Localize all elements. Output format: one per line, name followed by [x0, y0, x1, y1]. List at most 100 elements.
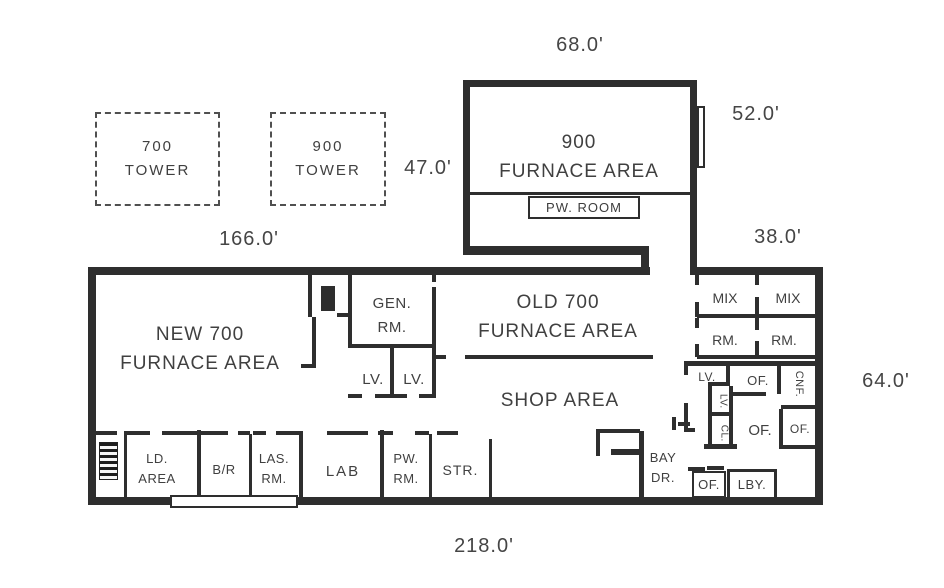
- wall: [238, 431, 250, 435]
- wall: [708, 412, 733, 416]
- wall: [695, 344, 699, 357]
- wall: [419, 394, 436, 398]
- wall: [690, 80, 697, 275]
- furnace-900-label: 900 FURNACE AREA: [499, 132, 659, 183]
- wall: [684, 403, 688, 431]
- wall: [695, 318, 699, 328]
- wall: [688, 467, 705, 471]
- of-bottom-label: OF.: [698, 476, 720, 492]
- wall: [755, 272, 759, 285]
- wall: [733, 392, 766, 396]
- wall: [639, 431, 644, 498]
- of-right-label: OF.: [789, 422, 811, 436]
- building-outline-left: [88, 267, 96, 505]
- wall: [596, 429, 640, 433]
- wall: [95, 431, 117, 435]
- lobby-box: LBY.: [727, 469, 777, 500]
- bay-dr-label: BAY DR.: [649, 450, 677, 485]
- wall: [463, 246, 649, 255]
- lv-left-label: LV.: [362, 371, 384, 388]
- dock-door: [697, 106, 705, 168]
- pw-room-box: PW. ROOM: [528, 196, 640, 219]
- las-rm-label: LAS. RM.: [258, 451, 290, 486]
- gen-rm-label: GEN. RM.: [372, 295, 412, 336]
- wall: [432, 287, 436, 348]
- wall: [641, 246, 649, 275]
- br-label: B/R: [212, 462, 236, 477]
- wall: [390, 348, 394, 398]
- cnf-label: CNF.: [792, 370, 805, 398]
- wall: [465, 355, 653, 359]
- wall: [611, 449, 640, 455]
- dimension-bottom-width: 218.0': [454, 535, 514, 557]
- wall: [684, 366, 688, 375]
- tower-700-box: 700 TOWER: [95, 112, 220, 206]
- stairs-icon: [99, 442, 118, 480]
- wall: [704, 444, 737, 449]
- rm-left-label: RM.: [712, 332, 738, 348]
- wall: [672, 417, 676, 430]
- dimension-upper-right: 52.0': [732, 103, 780, 125]
- wall: [489, 439, 492, 497]
- lv-right-label: LV.: [403, 371, 425, 388]
- wall: [301, 364, 313, 368]
- str-label: STR.: [442, 462, 479, 478]
- wall: [415, 431, 429, 435]
- wall: [684, 428, 695, 432]
- wall: [348, 344, 436, 348]
- wall: [308, 275, 312, 317]
- of-upper-label: OF.: [747, 373, 769, 388]
- wall: [432, 348, 436, 398]
- wall: [779, 445, 815, 449]
- wall: [337, 313, 350, 317]
- wall: [124, 433, 127, 497]
- tower-700-label: 700 TOWER: [124, 138, 191, 179]
- wall: [463, 80, 470, 254]
- wall: [201, 431, 228, 435]
- lv-small-label: LV.: [698, 370, 716, 384]
- wall: [755, 341, 759, 358]
- wall: [708, 382, 730, 386]
- wall: [690, 267, 823, 275]
- of-center-label: OF.: [748, 422, 772, 439]
- wall: [684, 361, 815, 366]
- lab-label: LAB: [325, 463, 361, 480]
- wall: [249, 434, 252, 497]
- tower-900-box: 900 TOWER: [270, 112, 386, 206]
- loading-ramp: [170, 495, 298, 508]
- wall: [197, 430, 201, 498]
- wall: [437, 431, 458, 435]
- wall: [781, 405, 815, 409]
- building-outline-top: [88, 267, 650, 275]
- building-outline-right: [815, 267, 823, 505]
- building-outline-bottom: [88, 497, 823, 505]
- pw-room-label: PW. ROOM: [546, 199, 622, 215]
- wall: [380, 430, 384, 498]
- dimension-left-width: 166.0': [219, 228, 279, 250]
- old-700-label: OLD 700 FURNACE AREA: [478, 292, 638, 343]
- wall: [276, 431, 299, 435]
- wall: [777, 366, 781, 394]
- wall: [348, 394, 362, 398]
- wall: [253, 431, 266, 435]
- wall: [726, 366, 730, 383]
- wall: [436, 355, 446, 359]
- wall: [378, 431, 393, 435]
- wall: [463, 80, 697, 87]
- cl-rotated-label: CL.: [718, 424, 730, 442]
- dimension-mid-left: 47.0': [404, 157, 452, 179]
- wall: [162, 431, 197, 435]
- dimension-top-width: 68.0': [556, 34, 604, 56]
- pw-rm-label: PW. RM.: [393, 451, 419, 486]
- wall: [695, 302, 699, 317]
- wall: [375, 394, 407, 398]
- new-700-label: NEW 700 FURNACE AREA: [120, 324, 280, 375]
- mix-left-label: MIX: [712, 290, 738, 306]
- wall: [432, 275, 436, 282]
- wall: [468, 192, 690, 195]
- wall: [708, 386, 712, 448]
- wall: [312, 317, 316, 368]
- wall: [299, 431, 303, 498]
- wall: [695, 275, 699, 285]
